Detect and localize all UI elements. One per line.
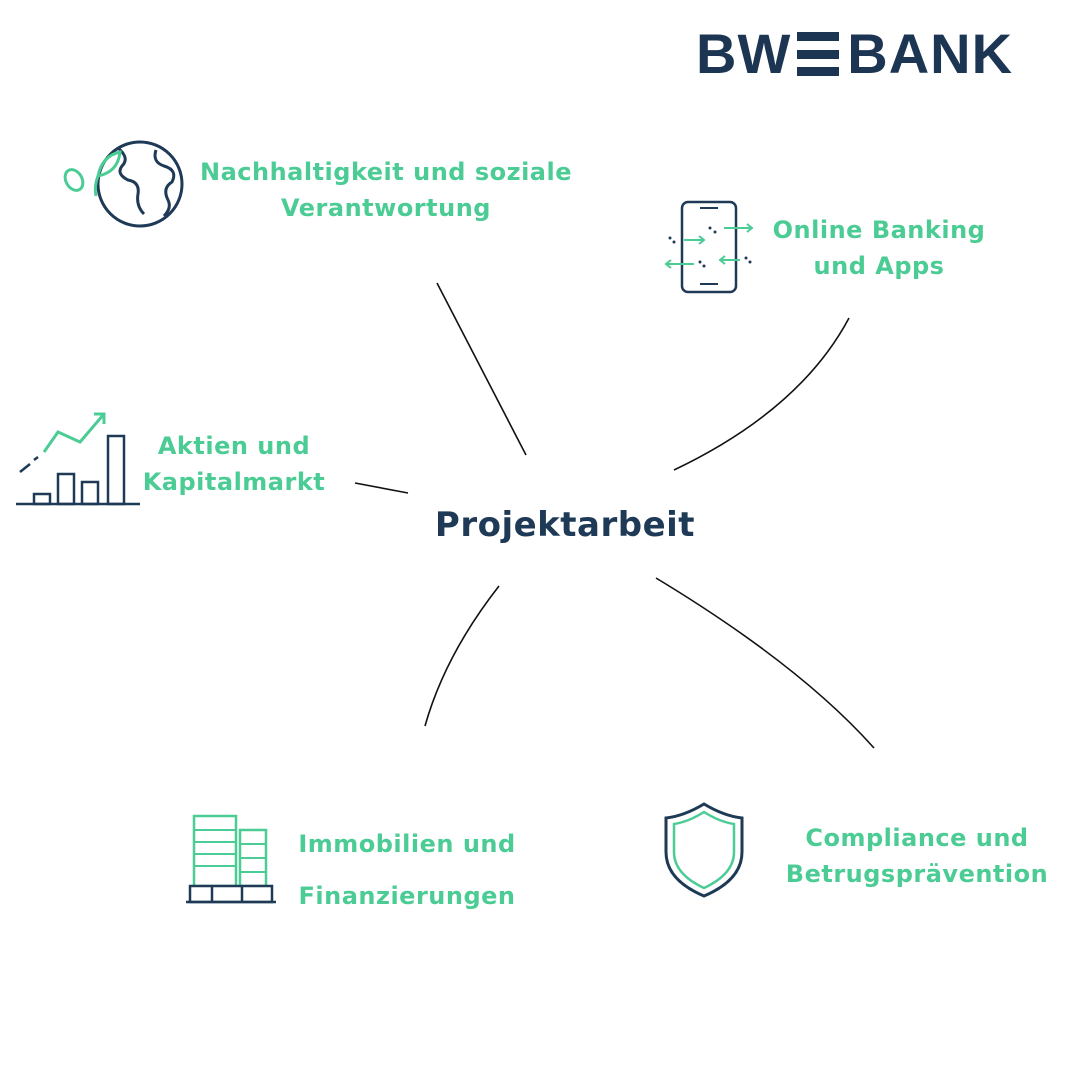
smartphone-transfer-icon: [664, 200, 754, 294]
label-sustainability-line1: Nachhaltigkeit und soziale: [199, 158, 572, 186]
label-compliance-line2: Betrugsprävention: [785, 860, 1049, 888]
buildings-icon: [186, 814, 276, 904]
center-topic: Projektarbeit: [434, 505, 696, 545]
label-online-banking-line1: Online Banking: [772, 216, 986, 244]
logo-text-left: BW: [696, 22, 792, 85]
label-stocks-line1: Aktien und: [157, 432, 311, 460]
label-stocks: Aktien und Kapitalmarkt: [134, 428, 334, 500]
label-stocks-line2: Kapitalmarkt: [142, 468, 326, 496]
connector-stocks: [354, 482, 409, 494]
label-sustainability: Nachhaltigkeit und soziale Verantwortung: [190, 154, 582, 226]
label-real-estate-line1: Immobilien und: [298, 830, 516, 858]
label-real-estate: Immobilien und Finanzierungen: [282, 818, 532, 922]
bar-chart-growth-icon: [16, 412, 140, 506]
connector-real-estate: [424, 585, 500, 727]
logo-bars-icon: [797, 32, 840, 76]
connector-online-banking: [673, 317, 850, 471]
bw-bank-logo: BW BANK: [696, 24, 1036, 84]
logo-text-right: BANK: [847, 22, 1014, 85]
label-sustainability-line2: Verantwortung: [281, 194, 491, 222]
label-online-banking: Online Banking und Apps: [764, 212, 994, 284]
shield-icon: [664, 802, 744, 898]
label-compliance: Compliance und Betrugsprävention: [780, 820, 1054, 892]
connector-sustainability: [436, 282, 527, 456]
label-online-banking-line2: und Apps: [813, 252, 945, 280]
globe-leaf-icon: [63, 140, 184, 228]
connector-compliance: [655, 577, 875, 749]
label-compliance-line1: Compliance und: [805, 824, 1029, 852]
label-real-estate-line2: Finanzierungen: [298, 882, 516, 910]
